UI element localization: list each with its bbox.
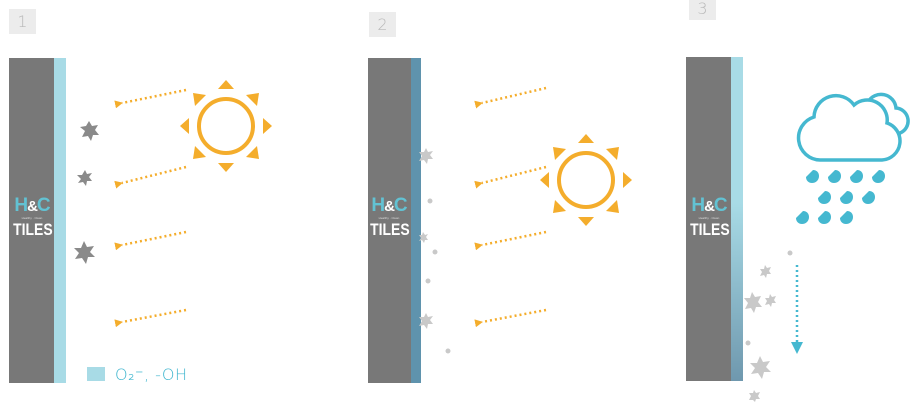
tile-logo-panel-1: H&C Healthy · Clean TILES <box>9 195 55 239</box>
brand-ampersand: & <box>704 198 715 215</box>
coating-film-panel-1 <box>54 58 66 383</box>
dirt-particle-icon <box>419 148 451 354</box>
coating-film-panel-2 <box>411 58 421 383</box>
step-label-1: 1 <box>9 9 36 34</box>
sun-icon <box>540 134 632 226</box>
tile-panel-1 <box>9 58 55 383</box>
tile-word: TILES <box>13 220 53 239</box>
light-ray-arrow-icon <box>114 88 187 328</box>
dirt-particle-icon <box>744 250 793 402</box>
tile-brand: H&C <box>691 195 727 216</box>
tile-panel-3 <box>686 57 732 381</box>
legend-label: O₂⁻, -OH <box>115 364 188 384</box>
tile-logo-panel-2: H&C Healthy · Clean TILES <box>366 195 412 239</box>
legend-swatch <box>87 367 105 381</box>
step-label-3: 3 <box>689 0 716 20</box>
coating-film-panel-3 <box>731 57 743 381</box>
rain-drop-icon <box>796 170 885 224</box>
tile-tagline: Healthy · Clean <box>378 216 400 220</box>
tile-brand: H&C <box>371 195 407 216</box>
tile-word: TILES <box>370 220 410 239</box>
tile-brand: H&C <box>14 195 50 216</box>
down-arrow-icon <box>791 265 803 354</box>
tile-panel-2 <box>368 58 414 383</box>
legend: O₂⁻, -OH <box>87 364 188 384</box>
tile-word: TILES <box>690 220 730 239</box>
tile-tagline: Healthy · Clean <box>21 216 43 220</box>
brand-ampersand: & <box>384 198 395 215</box>
step-label-2: 2 <box>369 12 396 37</box>
tile-logo-panel-3: H&C Healthy · Clean TILES <box>686 195 732 239</box>
cloud-rain-icon <box>796 92 910 162</box>
tile-tagline: Healthy · Clean <box>698 216 720 220</box>
brand-ampersand: & <box>27 198 38 215</box>
dirt-particle-icon <box>74 121 99 264</box>
sun-icon <box>180 80 272 172</box>
light-ray-arrow-icon <box>474 86 547 328</box>
